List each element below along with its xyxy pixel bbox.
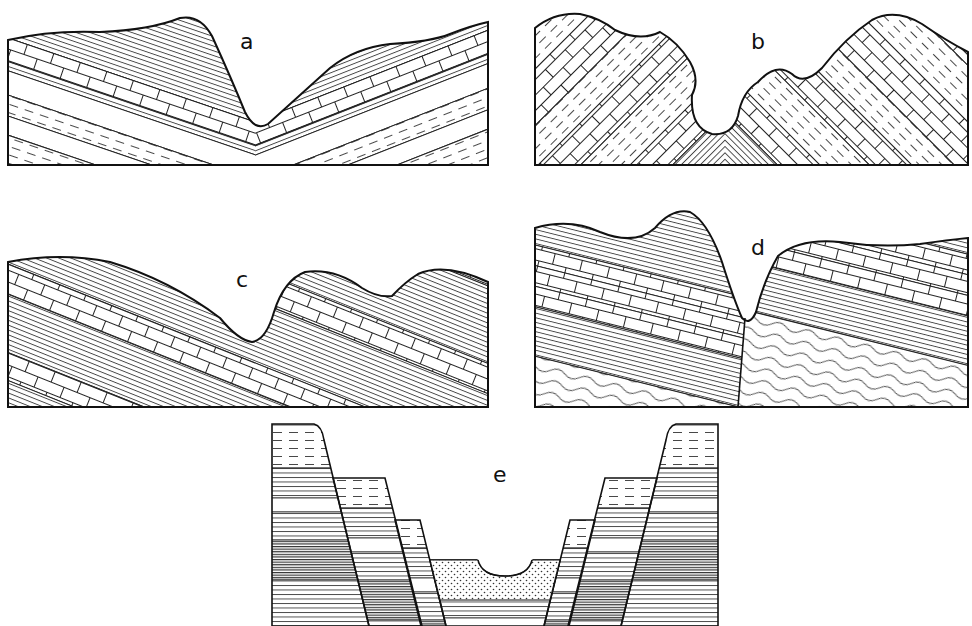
ground-surface: [535, 14, 968, 165]
ground-surface: [8, 257, 488, 407]
fault-line: [738, 318, 745, 407]
ground-surface: [8, 17, 488, 165]
section-e: [260, 424, 730, 626]
panel-label: a: [237, 30, 256, 54]
panel-label: c: [233, 268, 251, 292]
ground-surface: [535, 211, 968, 407]
panel-label: d: [748, 236, 768, 260]
panel-label: b: [748, 30, 768, 54]
fault-blocks: [272, 424, 718, 626]
panel-label: e: [490, 463, 510, 487]
river-channel: [477, 559, 533, 576]
channel-bed: [478, 560, 532, 576]
